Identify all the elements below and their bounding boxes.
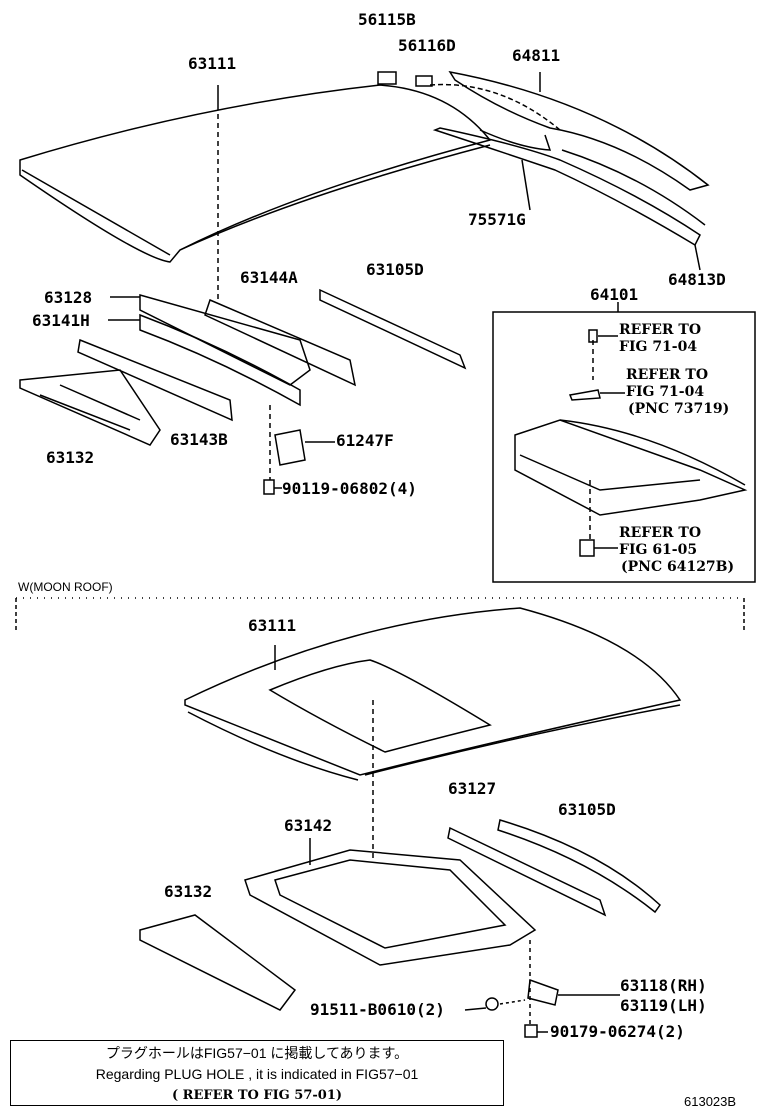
bracket-63118 (527, 978, 559, 1006)
part-label-63118-rh: 63118(RH) (620, 976, 707, 995)
part-label-64811: 64811 (512, 46, 561, 65)
note-refer: ( REFER TO FIG 57-01) (171, 1088, 343, 1103)
part-label-63105D: 63105D (366, 260, 424, 279)
part-label-61247F: 61247F (336, 431, 394, 450)
part-label-63132-moonroof: 63132 (164, 882, 213, 901)
figure-id: 613023B (684, 1094, 737, 1109)
nut-91511 (485, 997, 499, 1011)
part-label-63142: 63142 (284, 816, 333, 835)
note-japanese: プラグホールはFIG57−01 に掲載してあります。 (105, 1045, 409, 1061)
part-label-63141H: 63141H (32, 311, 90, 330)
refer-fig-text: FIG 61-05 (619, 542, 698, 558)
refer-fig-text: FIG 71-04 (619, 339, 698, 355)
part-label-56116D: 56116D (398, 36, 456, 55)
refer-pnc-text: (PNC 64127B) (621, 559, 735, 575)
refer-text: REFER TO (626, 367, 709, 383)
roof-reinforcements (19, 288, 467, 495)
clip-56115B (377, 71, 397, 85)
rear-window-glass (429, 70, 710, 271)
refer-pnc-text: (PNC 73719) (628, 401, 730, 417)
part-label-90119-06802: 90119-06802(4) (282, 479, 417, 498)
clip-56116D (415, 75, 433, 87)
part-label-56115B: 56115B (358, 10, 416, 29)
part-label-63119-lh: 63119(LH) (620, 996, 707, 1015)
part-label-63144A: 63144A (240, 268, 298, 287)
note-english: Regarding PLUG HOLE , it is indicated in… (95, 1066, 419, 1082)
roof-panel-top (19, 84, 492, 300)
refer-fig-text: FIG 71-04 (626, 384, 705, 400)
sunroof-housing-63142 (244, 838, 537, 966)
package-tray-64101 (514, 329, 748, 557)
part-label-63105D-moonroof: 63105D (558, 800, 616, 819)
part-label-64101: 64101 (590, 285, 639, 304)
part-label-63111: 63111 (188, 54, 237, 73)
part-label-64813D: 64813D (668, 270, 726, 289)
part-label-63128: 63128 (44, 288, 93, 307)
part-label-90179-06274: 90179-06274(2) (550, 1022, 685, 1041)
roof-panel-moonroof (184, 607, 682, 860)
inset-box-64101 (492, 311, 756, 583)
part-label-63111-moonroof: 63111 (248, 616, 297, 635)
rail-63105D-moonroof (497, 819, 661, 914)
part-label-63143B: 63143B (170, 430, 228, 449)
nut-90179 (524, 1024, 538, 1038)
plug-hole-note: プラグホールはFIG57−01 に掲載してあります。 Regarding PLU… (10, 1040, 504, 1106)
part-label-63127: 63127 (448, 779, 497, 798)
rail-63132-moonroof (139, 914, 297, 1011)
rail-63127 (447, 826, 607, 917)
refer-text: REFER TO (619, 322, 702, 338)
refer-text: REFER TO (619, 525, 702, 541)
bolt-90119 (263, 479, 275, 495)
part-label-75571G: 75571G (468, 210, 526, 229)
part-label-91511-B0610: 91511-B0610(2) (310, 1000, 445, 1019)
part-label-63132: 63132 (46, 448, 95, 467)
section-title-moon-roof: W(MOON ROOF) (18, 580, 113, 594)
bracket-61247F (274, 429, 306, 466)
